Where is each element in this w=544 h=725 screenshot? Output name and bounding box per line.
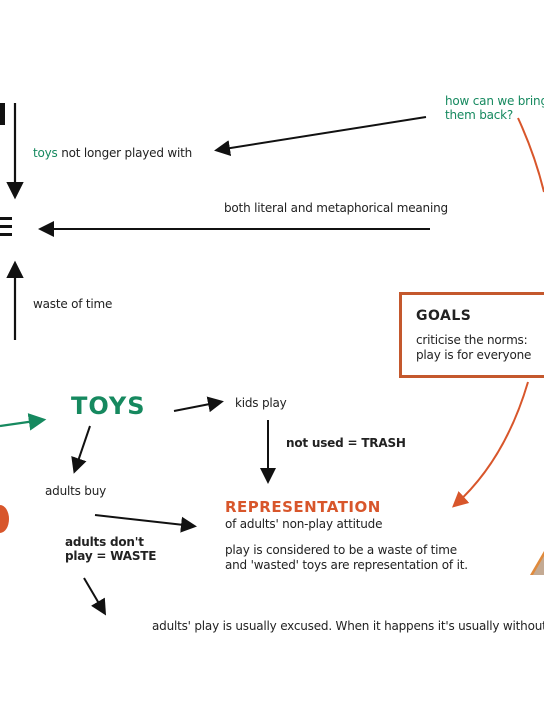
goals-box: GOALS criticise the norms: play is for e… bbox=[399, 292, 544, 378]
adults-buy-label: adults buy bbox=[45, 484, 107, 498]
representation-line-1: play is considered to be a waste of time bbox=[225, 543, 457, 557]
arrow-adults-to-representation bbox=[94, 514, 197, 533]
arrow-orange-goals-to-representation bbox=[452, 381, 529, 508]
warning-icon bbox=[530, 551, 544, 575]
arrow-adults-to-excused bbox=[83, 577, 107, 616]
representation-subtitle: of adults' non-play attitude bbox=[225, 517, 383, 531]
adults-dont-line-2: play = WASTE bbox=[65, 549, 157, 563]
goals-line-1: criticise the norms: bbox=[416, 333, 528, 347]
representation-title: REPRESENTATION bbox=[225, 498, 381, 516]
arrow-orange-question-right bbox=[517, 117, 544, 193]
orange-circle-fragment bbox=[0, 505, 9, 533]
toys-keyword: toys bbox=[33, 146, 58, 160]
kids-play-label: kids play bbox=[235, 396, 287, 410]
waste-of-time-label: waste of time bbox=[33, 297, 113, 311]
adults-play-excused-label: adults' play is usually excused. When it… bbox=[152, 619, 544, 633]
question-line-1: how can we bring bbox=[445, 94, 544, 108]
central-node-bar-1 bbox=[0, 217, 12, 220]
adults-dont-line-1: adults don't bbox=[65, 535, 144, 549]
toys-not-played-label: toys not longer played with bbox=[33, 146, 192, 161]
arrow-green-to-toys bbox=[0, 413, 47, 431]
arrow-toys-to-adults bbox=[71, 425, 91, 474]
arrow-toys-to-kids bbox=[173, 396, 224, 413]
question-line-2: them back? bbox=[445, 108, 514, 122]
central-node-fragment-top bbox=[0, 103, 5, 125]
goals-line-2: play is for everyone bbox=[416, 348, 532, 362]
goals-title: GOALS bbox=[416, 308, 472, 324]
meaning-label: both literal and metaphorical meaning bbox=[224, 201, 448, 215]
arrow-question-to-toys bbox=[214, 116, 427, 157]
toys-title: TOYS bbox=[71, 392, 146, 420]
not-used-trash-label: not used = TRASH bbox=[286, 436, 406, 450]
central-node-bar-3 bbox=[0, 233, 12, 236]
central-node-bar-2 bbox=[0, 225, 12, 228]
representation-line-2: and 'wasted' toys are representation of … bbox=[225, 558, 468, 572]
toys-not-played-rest: not longer played with bbox=[61, 146, 193, 160]
